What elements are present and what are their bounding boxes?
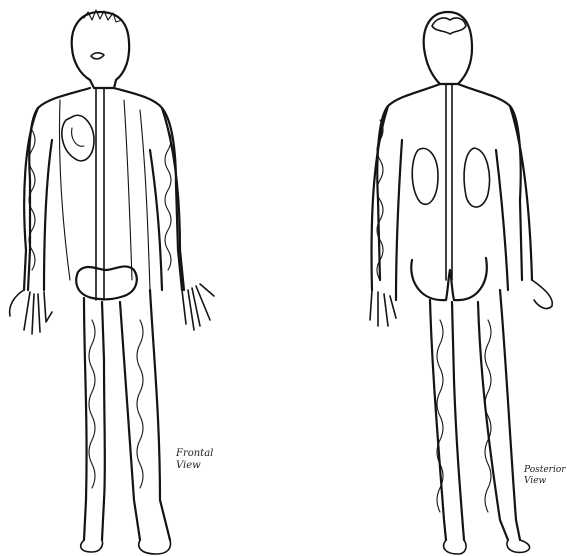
back-left-kidney	[412, 148, 438, 204]
front-head	[72, 12, 129, 88]
front-annotation-line1: Frontal	[175, 448, 213, 459]
back-left-hand	[370, 290, 396, 326]
front-right-hand	[182, 284, 214, 330]
back-veins-legs	[437, 320, 491, 512]
front-left-hand	[10, 290, 52, 334]
front-left-arm	[24, 108, 52, 290]
back-feet	[444, 540, 530, 554]
front-heart-inner	[72, 128, 84, 146]
front-heart	[62, 115, 94, 161]
back-buttocks	[411, 258, 487, 300]
back-brain	[432, 18, 466, 34]
front-veins-legs	[89, 320, 143, 488]
back-right-arm	[496, 106, 532, 290]
back-right-kidney	[464, 148, 489, 207]
back-right-hand	[532, 280, 552, 308]
back-left-arm	[372, 106, 402, 300]
back-legs	[430, 290, 520, 540]
front-torso	[28, 88, 182, 290]
front-feet	[81, 540, 171, 554]
back-annotation-line2: View	[524, 476, 547, 486]
front-annotation-line2: View	[176, 460, 201, 471]
front-pelvis	[76, 266, 137, 299]
front-mouth	[91, 53, 104, 59]
back-annotation-line1: Posterior	[523, 465, 566, 475]
front-legs	[84, 290, 170, 540]
back-spine	[446, 84, 452, 280]
front-figure	[10, 10, 214, 554]
